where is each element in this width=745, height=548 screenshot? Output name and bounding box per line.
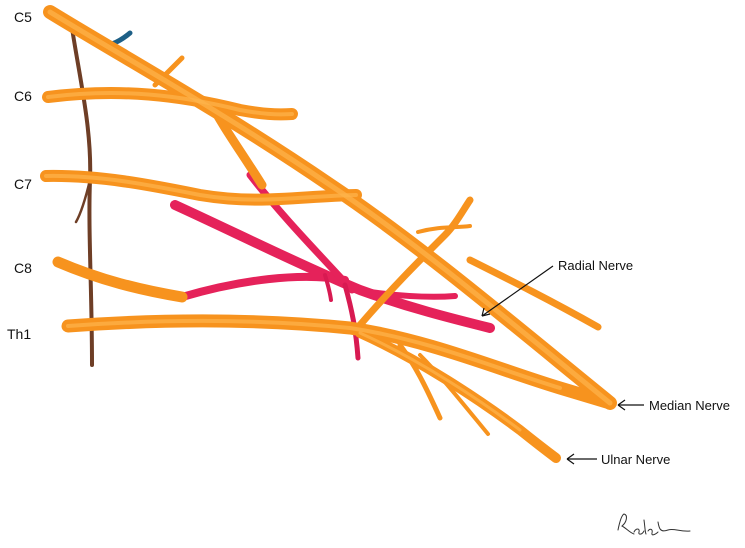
- median-nerve-label: Median Nerve: [649, 398, 730, 413]
- root-label-c8: C8: [14, 260, 32, 276]
- root-label-c5: C5: [14, 9, 32, 25]
- root-label-th1: Th1: [7, 326, 31, 342]
- ulnar-nerve-label: Ulnar Nerve: [601, 452, 670, 467]
- root-label-c6: C6: [14, 88, 32, 104]
- phrenic-branch: [112, 33, 130, 44]
- sympathetic-trunk: [72, 28, 92, 365]
- artist-signature: [618, 514, 690, 535]
- root-label-c7: C7: [14, 176, 32, 192]
- radial-nerve-label: Radial Nerve: [558, 258, 633, 273]
- median-nerve-arrow: [618, 400, 644, 410]
- ulnar-nerve-arrow: [567, 454, 597, 464]
- plexus-trunks: [46, 12, 610, 458]
